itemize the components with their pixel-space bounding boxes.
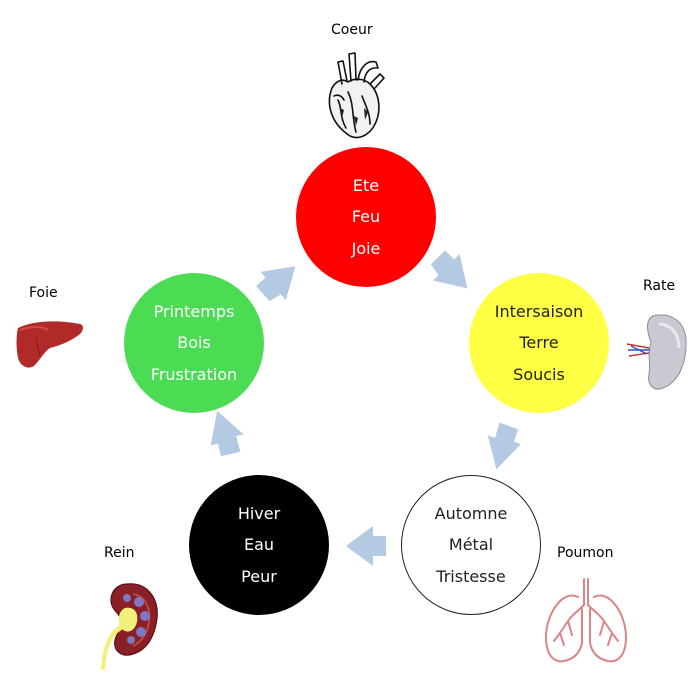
- organ-label-foie: Foie: [29, 285, 58, 301]
- element-label: Bois: [177, 333, 211, 353]
- season-label: Automne: [434, 503, 508, 523]
- kidney-icon: [101, 583, 158, 670]
- element-circle-printemps: Printemps Bois Frustration: [124, 273, 264, 413]
- element-label: Feu: [351, 207, 381, 227]
- season-label: Intersaison: [494, 301, 584, 321]
- organ-label-rein: Rein: [104, 545, 135, 561]
- season-label: Printemps: [153, 301, 235, 321]
- element-label: Eau: [243, 535, 275, 555]
- element-circle-automne: Automne Métal Tristesse: [401, 475, 541, 615]
- emotion-label: Tristesse: [436, 566, 506, 586]
- element-circle-ete: Ete Feu Joie: [296, 147, 436, 287]
- emotion-label: Soucis: [513, 364, 565, 384]
- element-label: Métal: [448, 535, 494, 555]
- element-circle-intersaison: Intersaison Terre Soucis: [469, 273, 609, 413]
- liver-icon: [16, 321, 83, 368]
- arrow-ete-to-intersaison: [430, 250, 468, 289]
- element-circle-hiver: Hiver Eau Peur: [189, 475, 329, 615]
- spleen-icon: [626, 314, 687, 390]
- season-label: Hiver: [237, 503, 281, 523]
- organ-label-poumon: Poumon: [557, 545, 614, 561]
- organ-label-coeur: Coeur: [331, 22, 373, 38]
- element-label: Terre: [519, 333, 559, 353]
- arrow-intersaison-to-automne: [487, 422, 521, 470]
- lungs-icon: [545, 578, 627, 663]
- season-label: Ete: [352, 175, 380, 195]
- arrow-automne-to-hiver: [346, 526, 386, 566]
- emotion-label: Peur: [241, 566, 277, 586]
- arrow-printemps-to-ete: [256, 266, 296, 302]
- organ-label-rate: Rate: [643, 278, 676, 294]
- arrow-hiver-to-printemps: [210, 410, 244, 457]
- emotion-label: Joie: [351, 238, 381, 258]
- emotion-label: Frustration: [150, 364, 238, 384]
- heart-icon: [328, 52, 385, 139]
